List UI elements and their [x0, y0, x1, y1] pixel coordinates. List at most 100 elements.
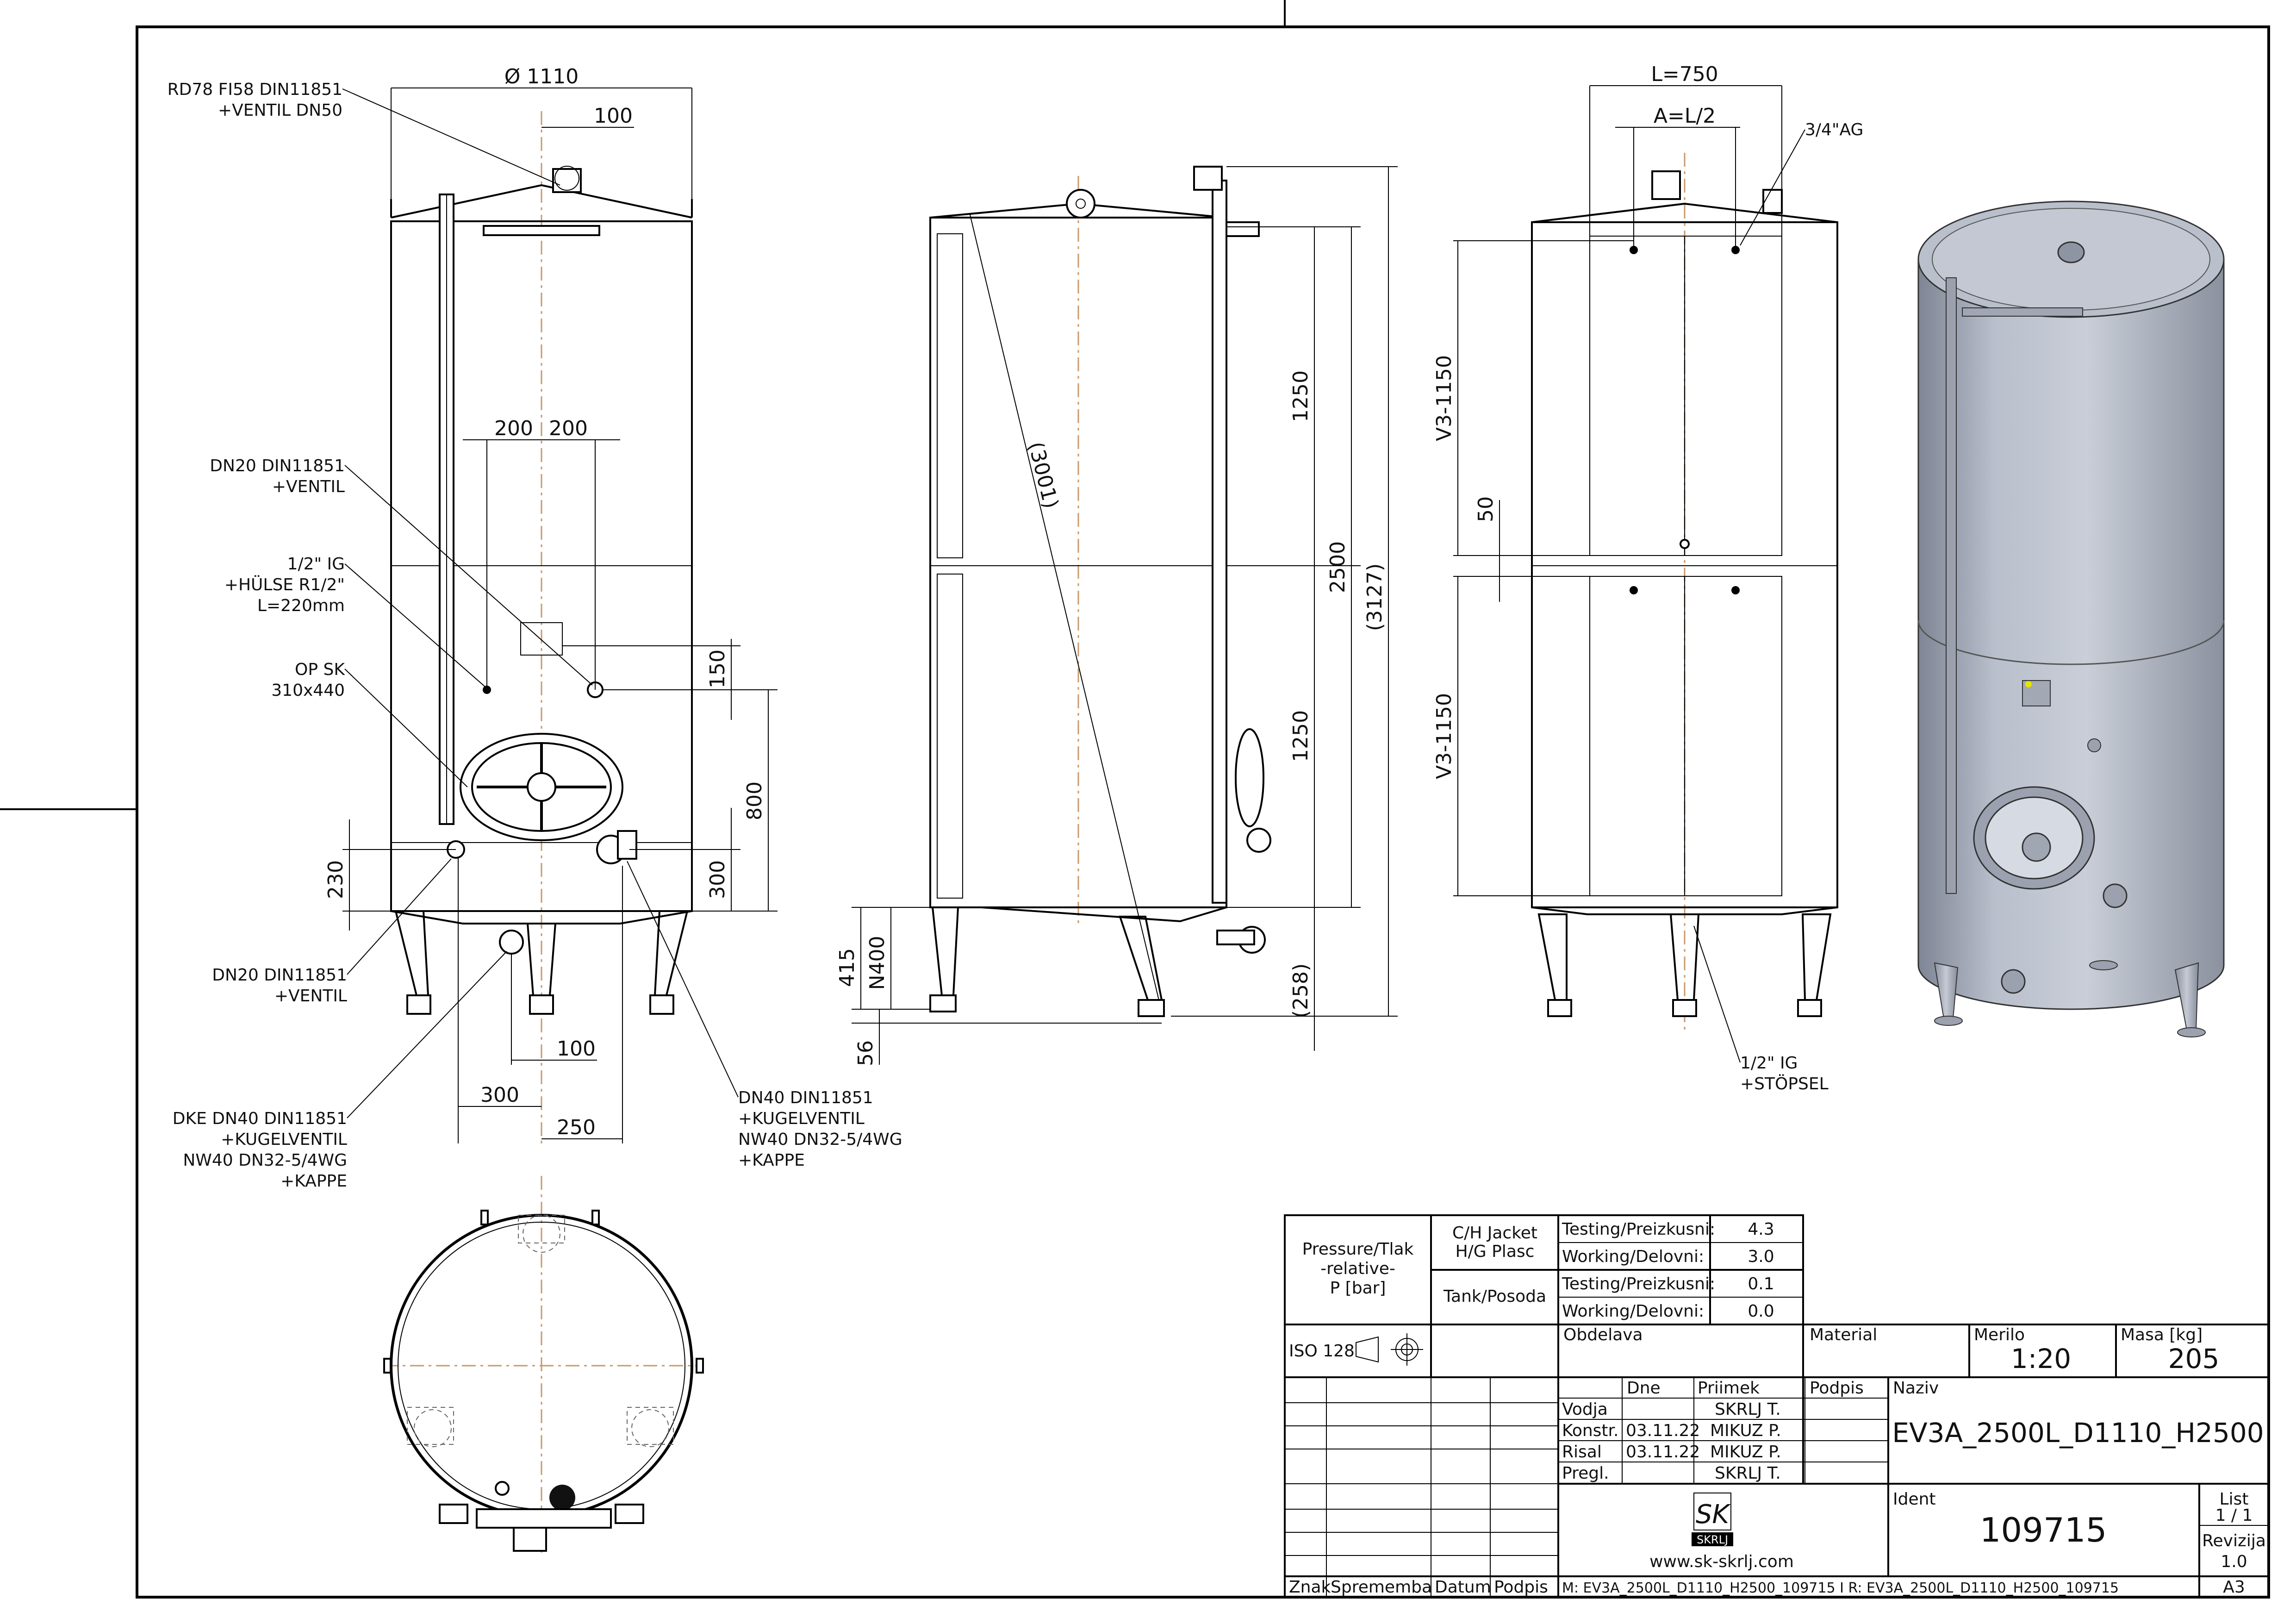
- dim-150: 150: [706, 650, 729, 688]
- tb-working-1-value: 3.0: [1748, 1247, 1774, 1266]
- tb-sprememba: Sprememba: [1331, 1578, 1432, 1597]
- tb-pressure-line1: Pressure/Tlak: [1302, 1240, 1414, 1259]
- tb-row-name: MIKUZ P.: [1710, 1421, 1781, 1440]
- logo-text: SKRLJ: [1697, 1533, 1728, 1546]
- company-logo: SK SKRLJ: [1692, 1493, 1733, 1546]
- note-dke-line2: +KUGELVENTIL: [221, 1130, 347, 1149]
- tb-iso: ISO 128: [1289, 1342, 1355, 1361]
- note-dn40-line4: +KAPPE: [738, 1151, 805, 1170]
- dim-230: 230: [324, 860, 348, 899]
- note-dn40-line1: DN40 DIN11851: [738, 1088, 873, 1107]
- tb-row-date: 03.11.22: [1626, 1443, 1700, 1462]
- dim-A-L2: A=L/2: [1654, 104, 1716, 128]
- tb-naziv-value: EV3A_2500L_D1110_H2500: [1892, 1417, 2264, 1449]
- tb-row-name: MIKUZ P.: [1710, 1443, 1781, 1462]
- tb-working-2-value: 0.0: [1748, 1302, 1774, 1321]
- tb-naziv: Naziv: [1893, 1379, 1939, 1398]
- tb-file: M: EV3A_2500L_D1110_H2500_109715 I R: EV…: [1562, 1580, 2119, 1596]
- note-dn40-line2: +KUGELVENTIL: [738, 1109, 865, 1128]
- projection-symbol-icon: [1356, 1333, 1423, 1366]
- tb-list-value: 1 / 1: [2215, 1506, 2253, 1525]
- tb-row-name: SKRLJ T.: [1715, 1400, 1781, 1419]
- tb-jacket-line1: C/H Jacket: [1452, 1224, 1537, 1243]
- tb-ident-value: 109715: [1980, 1511, 2107, 1549]
- dim-250: 250: [557, 1116, 596, 1139]
- isometric-view: [1917, 200, 2225, 1037]
- note-3-4-ag: 3/4"AG: [1805, 120, 1863, 139]
- dim-L750: L=750: [1651, 62, 1718, 86]
- note-dke-line4: +KAPPE: [280, 1172, 347, 1191]
- tb-row-role: Pregl.: [1562, 1464, 1609, 1483]
- tb-podpis: Podpis: [1810, 1379, 1864, 1398]
- tb-masa-value: 205: [2168, 1343, 2220, 1374]
- tb-working-2: Working/Delovni:: [1562, 1302, 1704, 1321]
- dim-V3-top: V3-1150: [1432, 355, 1456, 441]
- tb-working-1: Working/Delovni:: [1562, 1247, 1704, 1266]
- tb-pressure-line3: P [bar]: [1330, 1279, 1386, 1298]
- note-rd78-line2: +VENTIL DN50: [218, 101, 342, 120]
- note-dn20-top-line2: +VENTIL: [272, 477, 345, 496]
- tb-row-name: SKRLJ T.: [1715, 1464, 1781, 1483]
- tb-row-role: Konstr.: [1562, 1421, 1618, 1440]
- dim-56: 56: [854, 1040, 877, 1066]
- tb-row-role: Vodja: [1562, 1400, 1608, 1419]
- tb-format: A3: [2223, 1578, 2245, 1597]
- note-dke-line1: DKE DN40 DIN11851: [173, 1109, 347, 1128]
- note-stopsel-line2: +STÖPSEL: [1740, 1074, 1829, 1093]
- dim-diameter: Ø 1110: [504, 65, 579, 88]
- dim-415: 415: [835, 948, 859, 987]
- tb-podpis-2: Podpis: [1494, 1578, 1548, 1597]
- note-rd78-line1: RD78 FI58 DIN11851: [168, 80, 342, 99]
- dim-3127: (3127): [1363, 563, 1387, 631]
- tb-pressure-line2: -relative-: [1320, 1259, 1395, 1278]
- dim-200-right: 200: [549, 417, 588, 440]
- front-view-dimensions: Ø 1110 100 200 200 150 800 300 230 100 3…: [324, 65, 778, 1143]
- tb-dne: Dne: [1627, 1379, 1661, 1398]
- dim-258: (258): [1289, 963, 1313, 1018]
- dim-100-top: 100: [594, 104, 633, 128]
- tb-testing-1: Testing/Preizkusni:: [1562, 1220, 1715, 1239]
- note-dn20-top-line1: DN20 DIN11851: [210, 456, 345, 475]
- dim-2500: 2500: [1326, 541, 1350, 593]
- dim-N400: N400: [865, 936, 889, 990]
- dim-200-left: 200: [494, 417, 533, 440]
- tb-testing-1-value: 4.3: [1748, 1220, 1774, 1239]
- note-dn20-bottom-line1: DN20 DIN11851: [212, 966, 347, 985]
- tb-testing-2: Testing/Preizkusni:: [1562, 1274, 1715, 1293]
- tb-ident: Ident: [1893, 1490, 1936, 1509]
- title-block: Pressure/Tlak -relative- P [bar] C/H Jac…: [1284, 1214, 2270, 1598]
- back-view: [1531, 153, 1838, 1032]
- note-dke-line3: NW40 DN32-5/4WG: [183, 1151, 347, 1170]
- logo-mark: SK: [1696, 1499, 1731, 1530]
- tb-merilo: Merilo: [1974, 1325, 2025, 1344]
- dim-100-bottom: 100: [557, 1037, 596, 1061]
- tb-tank: Tank/Posoda: [1443, 1287, 1546, 1306]
- tb-revizija-value: 1.0: [2221, 1552, 2247, 1571]
- dim-300-right: 300: [706, 860, 729, 899]
- dim-1250-bottom: 1250: [1289, 710, 1313, 762]
- tb-testing-2-value: 0.1: [1748, 1274, 1774, 1293]
- back-view-dimensions: L=750 A=L/2 V3-1150 V3-1150 50 3/4"AG 1/…: [1432, 62, 1863, 1093]
- top-view: [383, 1176, 704, 1555]
- tb-merilo-value: 1:20: [2011, 1343, 2071, 1374]
- tb-list: List: [2220, 1490, 2249, 1509]
- front-view: [390, 111, 693, 1143]
- drawing-frame: [136, 25, 2270, 1599]
- tb-revizija: Revizija: [2202, 1531, 2266, 1550]
- note-opsk-line2: 310x440: [271, 681, 345, 700]
- tb-jacket-line2: H/G Plasc: [1456, 1242, 1535, 1261]
- dim-1250-top: 1250: [1289, 370, 1313, 422]
- tb-row-role: Risal: [1562, 1443, 1602, 1462]
- note-hulse-line3: L=220mm: [257, 596, 345, 615]
- tb-obdelava: Obdelava: [1563, 1325, 1643, 1344]
- dim-50: 50: [1474, 496, 1498, 522]
- note-hulse-line2: +HÜLSE R1/2": [224, 575, 345, 594]
- dim-800: 800: [743, 781, 766, 820]
- tb-znak: Znak: [1289, 1578, 1331, 1597]
- tb-priimek: Priimek: [1698, 1379, 1760, 1398]
- tb-website: www.sk-skrlj.com: [1649, 1552, 1794, 1571]
- note-stopsel-line1: 1/2" IG: [1740, 1054, 1798, 1073]
- side-view-dimensions: 1250 1250 2500 (3127) (258) 415 N400 56: [835, 166, 1398, 1066]
- dim-V3-bottom: V3-1150: [1432, 693, 1456, 779]
- note-opsk-line1: OP SK: [295, 660, 345, 679]
